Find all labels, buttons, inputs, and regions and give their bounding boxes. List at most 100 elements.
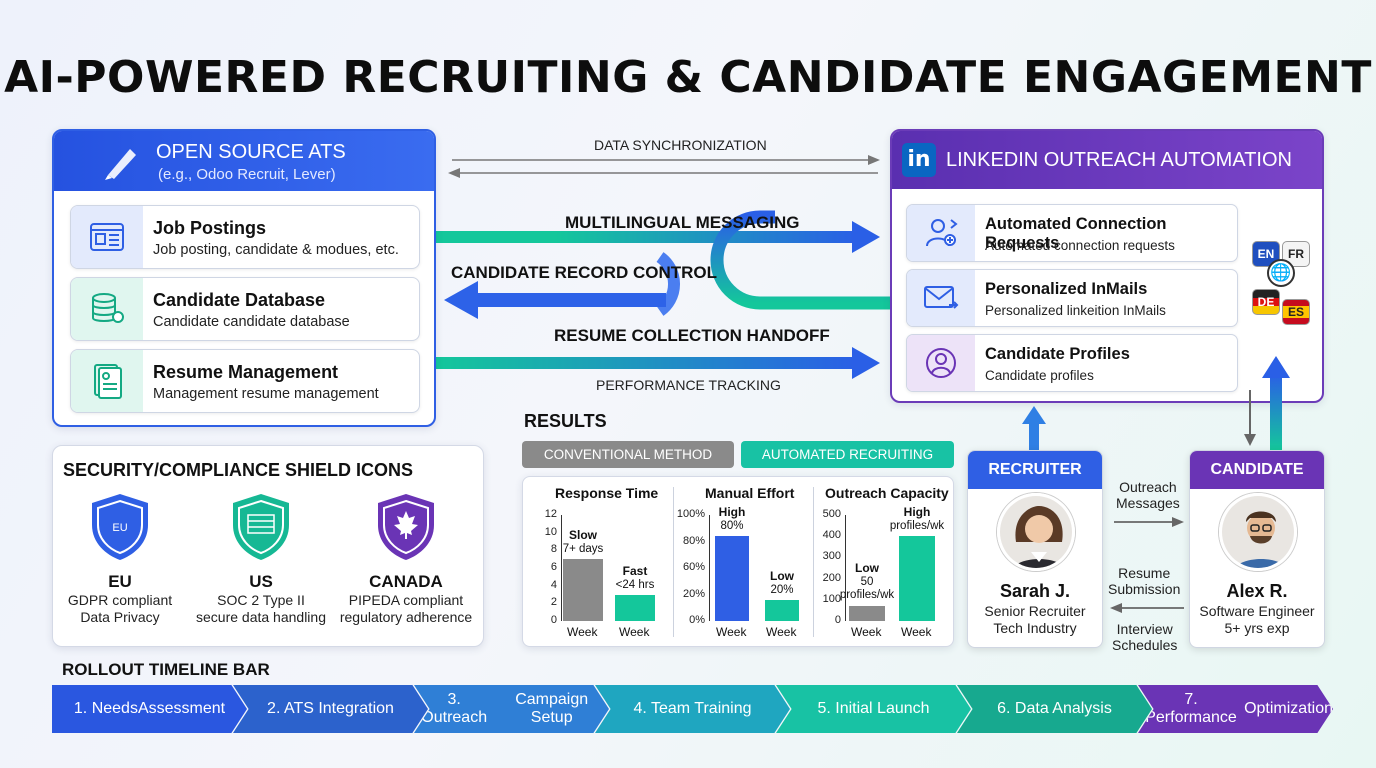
ats-item-desc: Job posting, candidate & modues, etc. [153, 242, 399, 258]
language-badge-de: DE [1252, 289, 1280, 315]
recruiter-card[interactable]: RECRUITER Sarah J. Senior Recruiter Tech… [967, 450, 1103, 648]
candidate-name: Alex R. [1226, 581, 1288, 601]
candidate-card[interactable]: CANDIDATE Alex R. Software Engineer 5+ y… [1189, 450, 1325, 648]
shield-line1: GDPR compliant [67, 592, 173, 608]
chart-bar [899, 536, 935, 621]
shield-canada: CANADA PIPEDA compliant regulatory adher… [339, 491, 473, 626]
linkedin-panel: in LINKEDIN OUTREACH AUTOMATION Automate… [890, 129, 1324, 403]
shield-name: CANADA [369, 572, 443, 591]
y-tick-label: 80% [682, 534, 705, 547]
ats-item-title: Candidate Database [153, 290, 326, 310]
chart-axis [561, 515, 562, 621]
linkedin-item-desc: Automated connection requests [985, 238, 1175, 253]
flow-label-multilingual: MULTILINGUAL MESSAGING [565, 213, 800, 232]
timeline-title: ROLLOUT TIMELINE BAR [62, 660, 270, 679]
linkedin-item-desc: Personalized linkeition InMails [985, 303, 1166, 318]
y-tick-label: 400 [822, 529, 841, 542]
profile-icon [907, 335, 975, 391]
language-badge-es: ES [1282, 299, 1310, 325]
flow-label-performance: PERFORMANCE TRACKING [596, 377, 781, 393]
ats-item-title: Resume Management [153, 362, 339, 382]
y-tick-label: 8 [550, 543, 557, 556]
person-flow-arrows [1022, 356, 1290, 613]
chart-axis [845, 515, 846, 621]
linkedin-item-title: Personalized InMails [985, 280, 1148, 298]
chart-bar [715, 536, 749, 621]
chart-bar [563, 559, 603, 621]
page-title: AI-POWERED RECRUITING & CANDIDATE ENGAGE… [4, 52, 1372, 103]
timeline-step[interactable]: 6. Data Analysis [957, 685, 1152, 733]
database-icon [71, 278, 143, 340]
shield-eu: EU EU GDPR compliant Data Privacy [53, 491, 187, 626]
resume-icon [71, 350, 143, 412]
flow-label-sync: DATA SYNCHRONIZATION [594, 137, 767, 153]
ats-panel: OPEN SOURCE ATS (e.g., Odoo Recruit, Lev… [52, 129, 436, 427]
pencil-icon [105, 149, 136, 180]
shield-name: EU [108, 572, 132, 591]
y-tick-label: 100% [676, 508, 705, 520]
tag-conventional: CONVENTIONAL METHOD [522, 441, 734, 468]
security-title: SECURITY/COMPLIANCE SHIELD ICONS [63, 460, 414, 480]
ats-item-job-postings[interactable]: Job Postings Job posting, candidate & mo… [70, 205, 420, 269]
maple-leaf-shield-icon [378, 494, 434, 560]
chart-title: Response Time [555, 485, 659, 501]
x-tick-label: Week [716, 625, 747, 639]
y-tick-label: 300 [822, 550, 841, 563]
shield-emblem: EU [112, 522, 127, 534]
ats-header: OPEN SOURCE ATS (e.g., Odoo Recruit, Lev… [54, 131, 434, 191]
linkedin-item-connection-requests[interactable]: Automated Connection Requests Automated … [906, 204, 1238, 262]
ats-title: OPEN SOURCE ATS [156, 141, 346, 163]
shield-line1: PIPEDA compliant [348, 592, 464, 608]
linkedin-item-title: Candidate Profiles [985, 345, 1130, 363]
shield-line2: Data Privacy [80, 609, 160, 625]
mail-icon [907, 270, 975, 326]
y-tick-label: 60% [682, 561, 705, 573]
recruiter-avatar [997, 493, 1075, 571]
y-tick-label: 0 [550, 614, 557, 626]
shield-name: US [249, 572, 273, 591]
ats-item-candidate-database[interactable]: Candidate Database Candidate candidate d… [70, 277, 420, 341]
linkedin-item-profiles[interactable]: Candidate Profiles Candidate profiles [906, 334, 1238, 392]
y-tick-label: 6 [550, 561, 557, 573]
recruiter-line2: Tech Industry [993, 620, 1077, 636]
recruiter-name: Sarah J. [999, 581, 1071, 601]
chart-axis [709, 515, 710, 621]
y-tick-label: 10 [544, 525, 557, 538]
eu-shield-icon: EU [92, 494, 148, 560]
bar-label: Fast<24 hrs [615, 563, 655, 591]
ats-item-resume-management[interactable]: Resume Management Management resume mana… [70, 349, 420, 413]
timeline-step[interactable]: 2. ATS Integration [233, 685, 428, 733]
y-tick-label: 0% [689, 614, 705, 626]
globe-icon: 🌐 [1267, 259, 1295, 287]
results-title: RESULTS [524, 411, 607, 431]
x-tick-label: Week [766, 625, 797, 639]
candidate-role: CANDIDATE [1190, 451, 1324, 489]
timeline-step[interactable]: 4. Team Training [595, 685, 790, 733]
candidate-line1: Software Engineer [1199, 603, 1315, 619]
candidate-avatar [1219, 493, 1297, 571]
timeline-step[interactable]: 5. Initial Launch [776, 685, 971, 733]
linkedin-header: in LINKEDIN OUTREACH AUTOMATION [892, 131, 1322, 189]
chart-title: Outreach Capacity [825, 485, 949, 501]
chart-separator [673, 487, 674, 637]
recruiter-role: RECRUITER [968, 451, 1102, 489]
linkedin-item-inmails[interactable]: Personalized InMails Personalized linkei… [906, 269, 1238, 327]
flow-label-record-control: CANDIDATE RECORD CONTROL [451, 263, 718, 282]
chart-bar [765, 599, 799, 621]
y-tick-label: 500 [822, 508, 841, 520]
ats-item-desc: Management resume management [153, 386, 379, 402]
flow-arrows [436, 155, 890, 379]
tag-automated: AUTOMATED RECRUITING [741, 441, 954, 468]
security-panel: SECURITY/COMPLIANCE SHIELD ICONS EU EU G… [52, 445, 484, 647]
job-postings-icon [71, 206, 143, 268]
